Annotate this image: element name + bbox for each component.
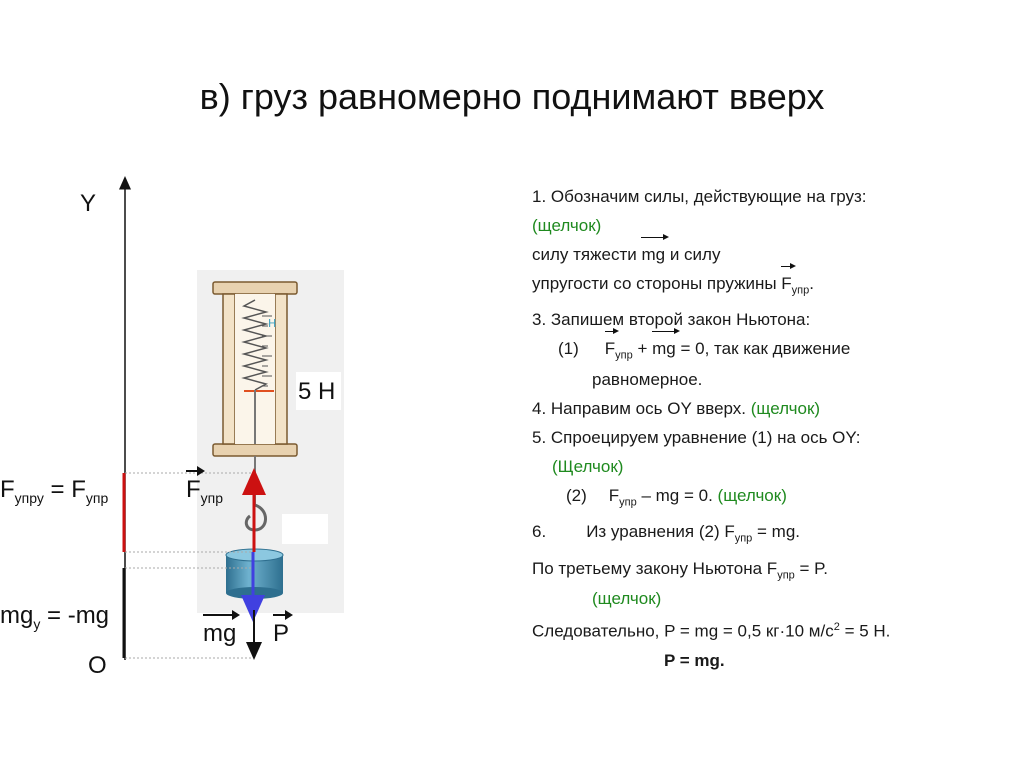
- step-7: По третьему закону Ньютона Fупр = P.: [532, 558, 829, 581]
- slide-title: в) груз равномерно поднимают вверх: [199, 76, 825, 117]
- equation-1-cont: равномерное.: [592, 369, 703, 389]
- eq-elastic-projection: Fупру = Fупр: [0, 476, 109, 506]
- step-1c: упругости со стороны пружины Fупр.: [532, 263, 972, 305]
- step-1: 1. Обозначим силы, действующие на груз:: [532, 187, 867, 206]
- final-result: P = mg.: [664, 650, 725, 670]
- step-3: 3. Запишем второй закон Ньютона:: [532, 310, 811, 330]
- click-5: (Щелчок): [552, 456, 624, 476]
- weight-label: P: [273, 610, 294, 647]
- axis-origin-label: O: [88, 652, 107, 679]
- step-6: 6.Из уравнения (2) Fупр = mg.: [532, 522, 801, 545]
- force-elastic-label: Fупр: [186, 466, 224, 506]
- step-4: 4. Направим ось OY вверх. (щелчок): [532, 398, 821, 418]
- step-5: 5. Спроецируем уравнение (1) на ось OY:: [532, 427, 861, 447]
- click-1: (щелчок): [532, 216, 602, 235]
- step-8: Следовательно, P = mg = 0,5 кг·10 м/с2 =…: [532, 620, 891, 641]
- solution-text: 1. Обозначим силы, действующие на груз: …: [532, 182, 972, 675]
- force-gravity-label: mg: [203, 610, 241, 647]
- click-7: (щелчок): [592, 588, 662, 608]
- axis-y-label: Y: [80, 190, 97, 217]
- step-1b: силу тяжести mg и силу: [532, 234, 972, 269]
- spring: [241, 299, 269, 391]
- eq-gravity-projection: mgy = -mg: [0, 602, 110, 632]
- scale-reading: 5 Н: [298, 378, 336, 405]
- force-diagram: H: [119, 176, 344, 660]
- dynamometer: H: [212, 281, 298, 532]
- equation-1: (1)Fупр + mg = 0, так как движение: [532, 328, 972, 370]
- svg-text:H: H: [268, 317, 276, 330]
- equation-2: (2)Fупр – mg = 0. (щелчок): [566, 485, 787, 509]
